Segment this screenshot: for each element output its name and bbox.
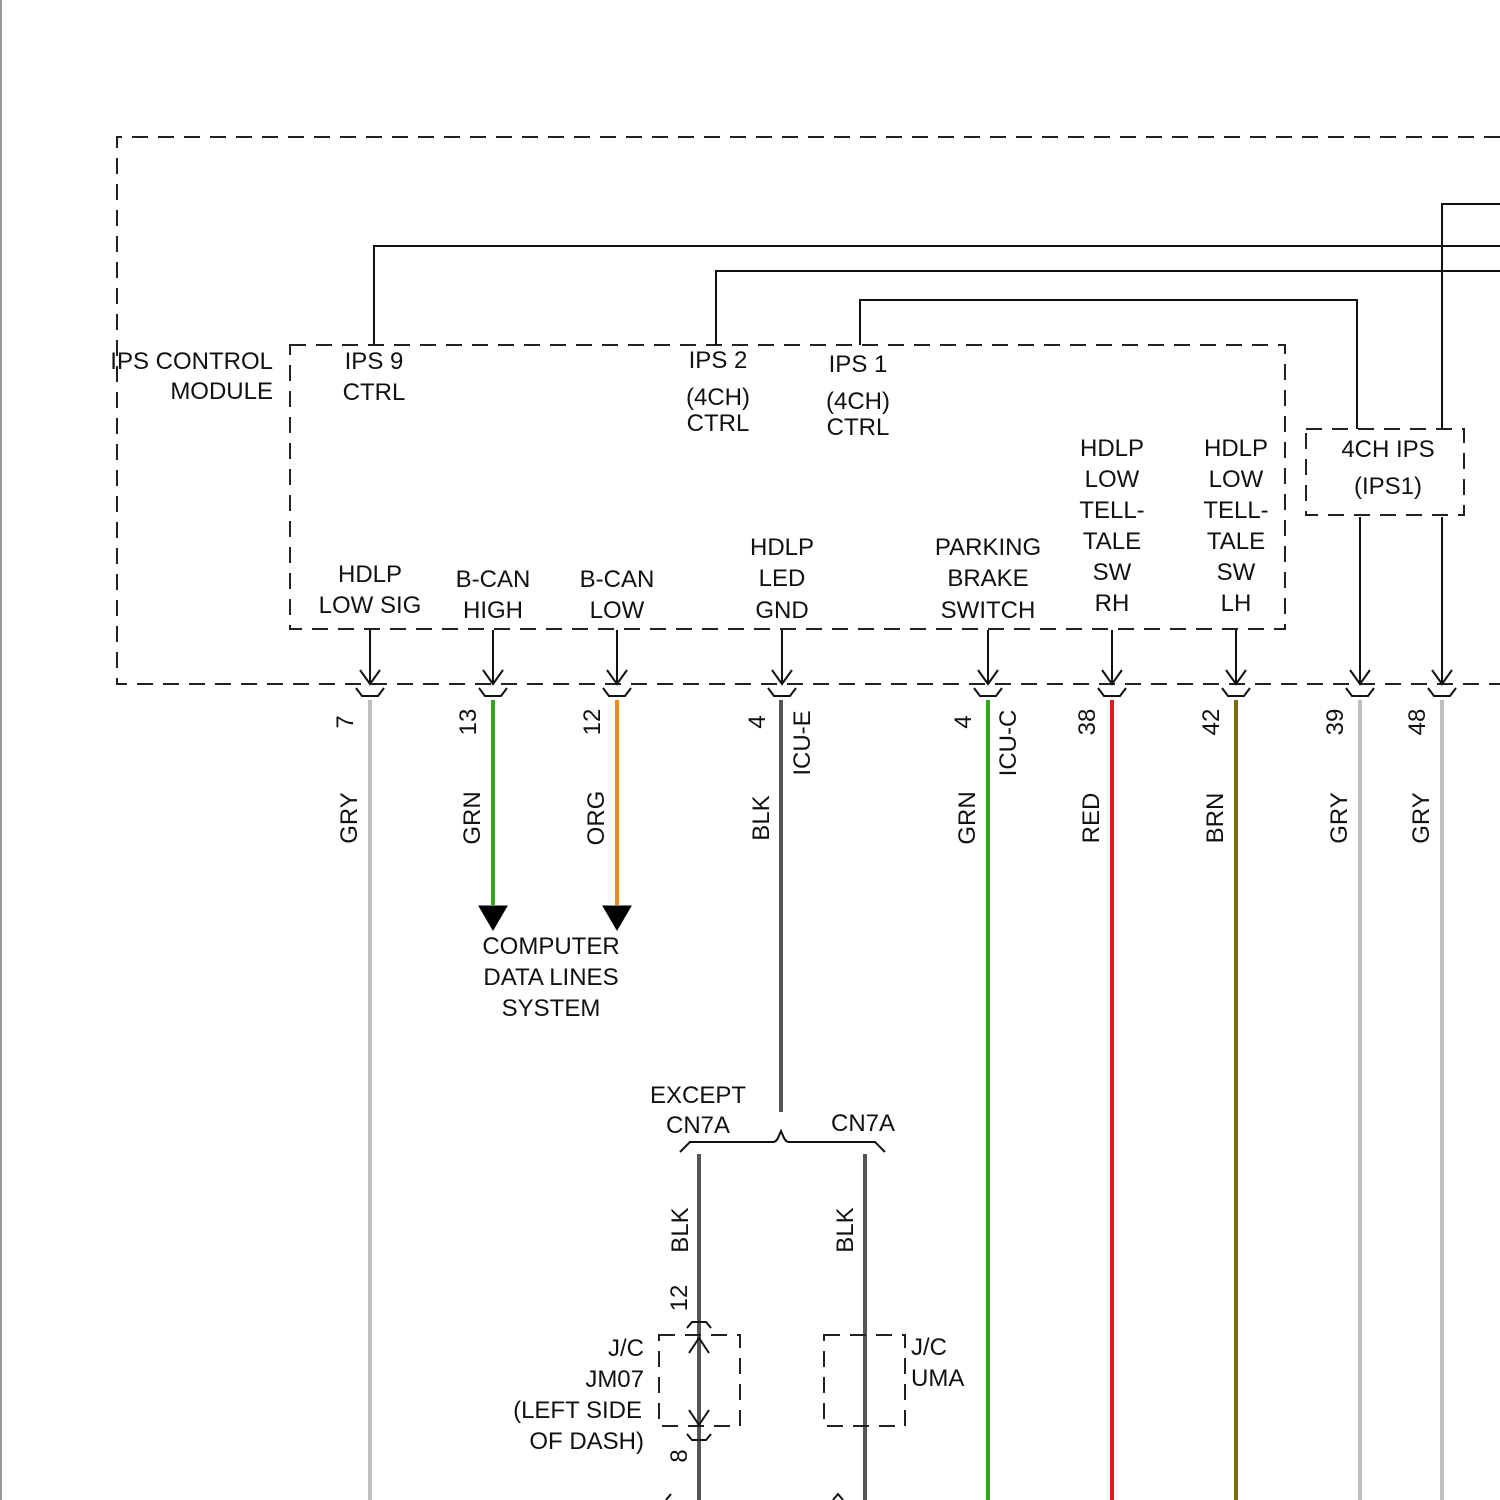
pin-label-line: SW bbox=[1093, 559, 1132, 586]
pin-label-line: HIGH bbox=[463, 597, 523, 624]
pin-label-line: LOW bbox=[1209, 466, 1264, 493]
connector-cap-hdlp-telltale-rh bbox=[1098, 688, 1126, 696]
pin-number-parking-brake-switch: 4 bbox=[950, 715, 977, 728]
branch-right-wire-color: BLK bbox=[832, 1207, 859, 1252]
ips9-label-2: CTRL bbox=[343, 379, 406, 406]
connector-cap-b-can-high bbox=[479, 688, 507, 696]
module-label-line1: IPS CONTROL bbox=[110, 348, 273, 375]
jc-jm07-label-1: J/C bbox=[608, 1335, 644, 1362]
pin-label-hdlp-led-gnd: HDLP LED GND bbox=[750, 534, 814, 624]
wire-color-hdlp-led-gnd: BLK bbox=[748, 795, 775, 840]
data-line-arrow-b-can-low bbox=[603, 906, 631, 930]
pin-label-telltale-lh: HDLP LOW TELL- TALE SW LH bbox=[1203, 435, 1268, 617]
pin-label-b-can-high: B-CAN HIGH bbox=[456, 566, 531, 624]
pin-label-b-can-low: B-CAN LOW bbox=[580, 566, 655, 624]
pin-number-b-can-high: 13 bbox=[455, 709, 482, 736]
pin-label-line: TELL- bbox=[1079, 497, 1144, 524]
ips2-ctrl-line bbox=[716, 271, 1500, 345]
pin-label-line: B-CAN bbox=[456, 566, 531, 593]
pin-number-hdlp-telltale-lh: 42 bbox=[1198, 709, 1225, 736]
pin-number-hdlp-low-sig: 7 bbox=[332, 715, 359, 728]
ips2-label-3: CTRL bbox=[687, 410, 750, 437]
pin-label-line: SW bbox=[1217, 559, 1256, 586]
jc-uma-label-2: UMA bbox=[911, 1365, 964, 1392]
ips2-label-1: IPS 2 bbox=[689, 347, 748, 374]
ips1-ctrl-line bbox=[860, 300, 1357, 429]
wire-color-ips-out-48: GRY bbox=[1408, 792, 1435, 844]
jc-jm07-pin-bottom: 8 bbox=[666, 1449, 693, 1462]
pin-number-hdlp-led-gnd: 4 bbox=[744, 715, 771, 728]
pin-label-telltale-rh: HDLP LOW TELL- TALE SW RH bbox=[1079, 435, 1144, 617]
pin-label-parking-brake: PARKING BRAKE SWITCH bbox=[935, 534, 1041, 624]
ips9-ctrl-line bbox=[374, 246, 1500, 345]
pin-number-ips-out-48: 48 bbox=[1404, 709, 1431, 736]
jc-jm07-label-4: OF DASH) bbox=[529, 1428, 644, 1455]
wire-color-hdlp-low-sig: GRY bbox=[336, 792, 363, 844]
data-lines-label-3: SYSTEM bbox=[502, 995, 601, 1022]
pin-label-line: TALE bbox=[1207, 528, 1265, 555]
connector-cap-hdlp-low-sig bbox=[356, 688, 384, 696]
data-line-arrow-b-can-high bbox=[479, 906, 507, 930]
pin-label-line: TELL- bbox=[1203, 497, 1268, 524]
except-cn7a-label-2: CN7A bbox=[666, 1112, 730, 1139]
ips2-label-2: (4CH) bbox=[686, 384, 750, 411]
data-lines-label-1: COMPUTER bbox=[482, 933, 619, 960]
cn7a-label: CN7A bbox=[831, 1110, 895, 1137]
connector-cap-b-can-low bbox=[603, 688, 631, 696]
pin-label-line: HDLP bbox=[1204, 435, 1268, 462]
pin-label-line: LOW bbox=[590, 597, 645, 624]
wire-color-hdlp-telltale-rh: RED bbox=[1078, 793, 1105, 844]
pin-label-line: RH bbox=[1095, 590, 1130, 617]
connector-cap-parking-brake-switch bbox=[974, 688, 1002, 696]
pin-label-line: B-CAN bbox=[580, 566, 655, 593]
wire-color-hdlp-telltale-lh: BRN bbox=[1202, 793, 1229, 844]
pin-label-line: GND bbox=[755, 597, 808, 624]
pin-label-line: PARKING bbox=[935, 534, 1041, 561]
connector-name-hdlp-led-gnd: ICU-E bbox=[789, 710, 816, 775]
jc-jm07-label-3: (LEFT SIDE bbox=[513, 1397, 642, 1424]
pin-number-b-can-low: 12 bbox=[579, 709, 606, 736]
pin-label-line: LOW SIG bbox=[319, 592, 422, 619]
connector-name-parking-brake-switch: ICU-C bbox=[995, 710, 1022, 777]
pin-label-line: HDLP bbox=[750, 534, 814, 561]
pin-number-ips-out-39: 39 bbox=[1322, 709, 1349, 736]
branch-left-wire-color: BLK bbox=[667, 1207, 694, 1252]
jc-jm07-label-2: JM07 bbox=[585, 1366, 644, 1393]
jc-jm07-pin-top: 12 bbox=[666, 1285, 693, 1312]
connector-cap-hdlp-telltale-lh bbox=[1222, 688, 1250, 696]
wire-color-b-can-high: GRN bbox=[459, 791, 486, 844]
ips1-label-2: (4CH) bbox=[826, 388, 890, 415]
connector-cap-ips-out-39 bbox=[1346, 688, 1374, 696]
ips-box-label-2: (IPS1) bbox=[1354, 473, 1422, 500]
ips1-feed-line bbox=[1442, 204, 1500, 429]
jc-uma-label-1: J/C bbox=[911, 1334, 947, 1361]
connector-cap-hdlp-led-gnd bbox=[768, 688, 796, 696]
pin-number-hdlp-telltale-rh: 38 bbox=[1074, 709, 1101, 736]
ips-box-label-1: 4CH IPS bbox=[1341, 436, 1434, 463]
pin-label-line: LED bbox=[759, 565, 806, 592]
pin-label-line: TALE bbox=[1083, 528, 1141, 555]
wire-color-b-can-low: ORG bbox=[583, 791, 610, 846]
wire-color-ips-out-39: GRY bbox=[1326, 792, 1353, 844]
pin-label-line: LH bbox=[1221, 590, 1252, 617]
connector-cap-ips-out-48 bbox=[1428, 688, 1456, 696]
jc-uma-lower-tick bbox=[833, 1494, 843, 1500]
except-cn7a-label-1: EXCEPT bbox=[650, 1082, 746, 1109]
wire-color-parking-brake-switch: GRN bbox=[954, 791, 981, 844]
pin-label-line: HDLP bbox=[338, 561, 402, 588]
pin-label-line: SWITCH bbox=[941, 597, 1036, 624]
ips9-label-1: IPS 9 bbox=[345, 348, 404, 375]
ips1-label-1: IPS 1 bbox=[829, 351, 888, 378]
pin-label-line: BRAKE bbox=[947, 565, 1028, 592]
pin-label-hdlp-low-sig: HDLP LOW SIG bbox=[319, 561, 422, 619]
jc-jm07-lower-tick bbox=[666, 1494, 671, 1500]
pin-label-line: LOW bbox=[1085, 466, 1140, 493]
module-label-line2: MODULE bbox=[170, 378, 273, 405]
data-lines-label-2: DATA LINES bbox=[483, 964, 618, 991]
pin-label-line: HDLP bbox=[1080, 435, 1144, 462]
ips1-label-3: CTRL bbox=[827, 414, 890, 441]
